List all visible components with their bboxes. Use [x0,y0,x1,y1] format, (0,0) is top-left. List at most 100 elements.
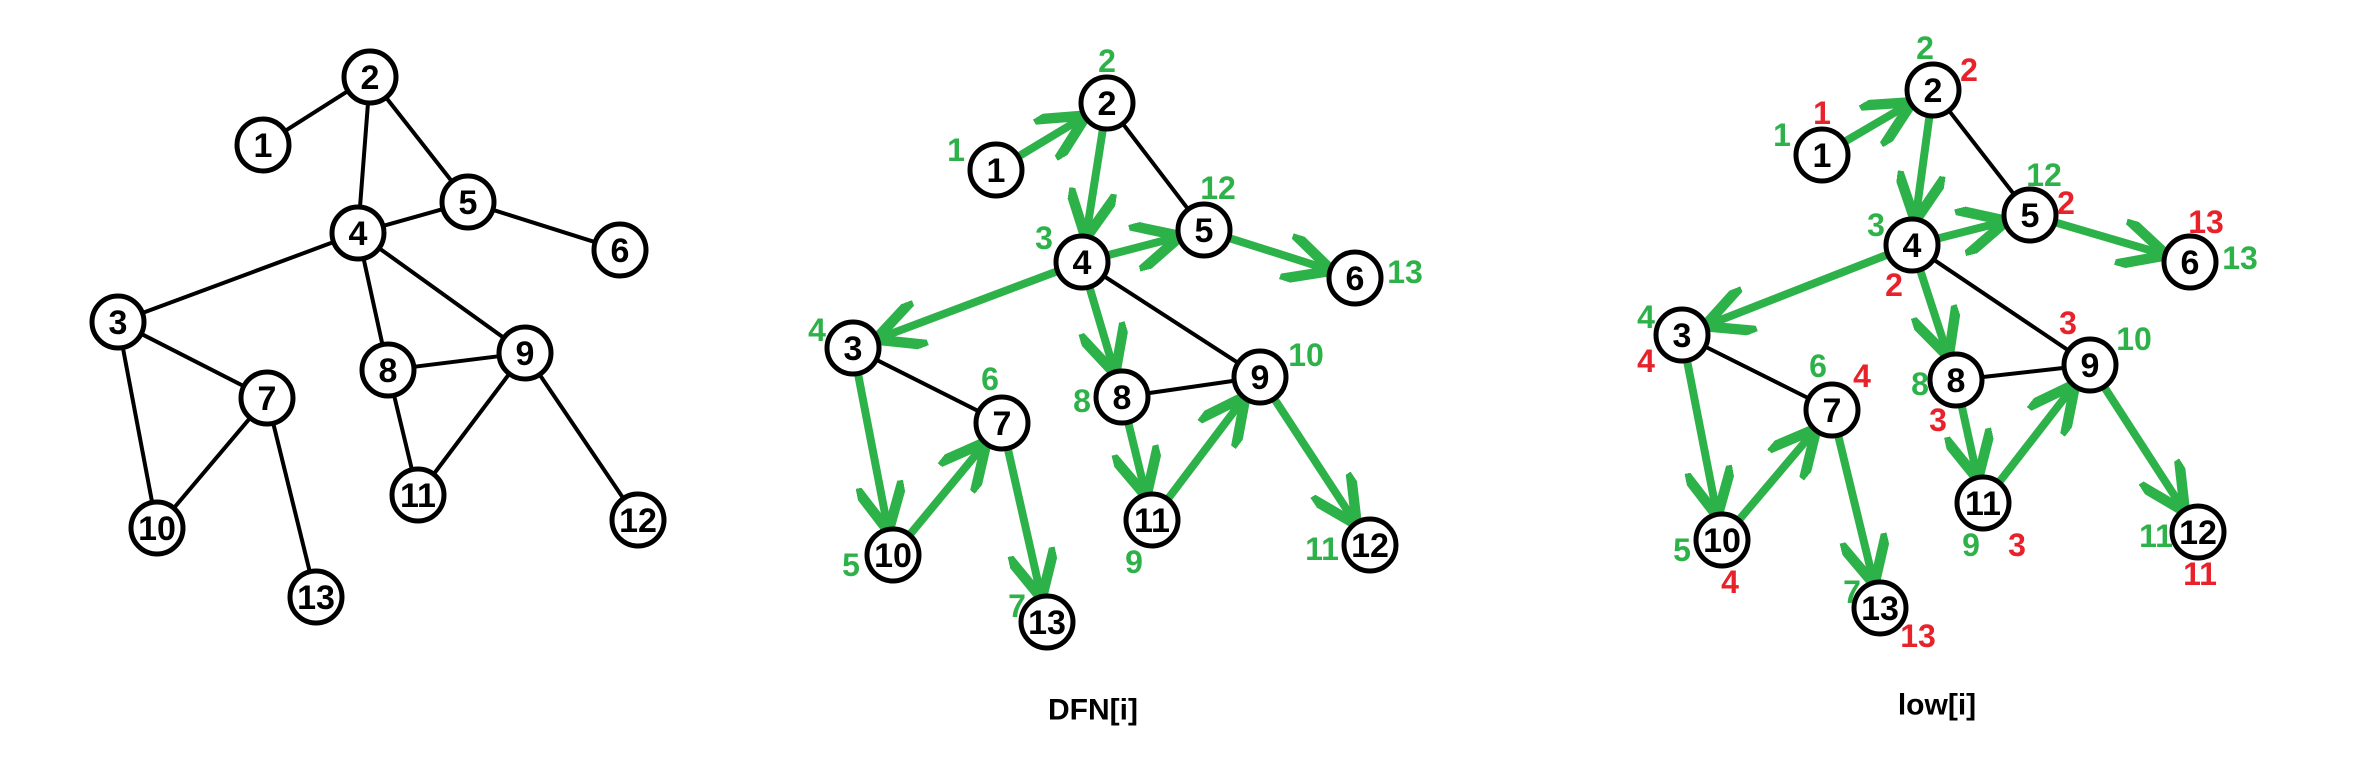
dfn-value: 13 [1387,254,1423,290]
edge-3-10 [120,347,155,503]
node-label: 8 [1947,362,1966,400]
node-label: 6 [611,232,630,270]
tree-edge-7-13 [1003,447,1040,590]
node-circle [1078,74,1136,132]
edge-5-6 [492,207,596,245]
node-4: 4 [329,204,387,262]
tree-edge-9-12 [2100,384,2181,505]
node-label: 7 [1823,392,1842,430]
tree-edge-2-4 [1916,115,1929,214]
node-5: 5 [2001,186,2059,244]
node-10: 10 [864,526,922,584]
node-circle [496,324,554,382]
node-circle [2061,336,2119,394]
node-label: 12 [1351,527,1389,565]
node-circle [389,466,447,524]
low-value: 2 [2057,185,2075,221]
tree-edge-3-10 [854,372,887,524]
node-circle [591,221,649,279]
tree-edge-1-2 [1842,106,1905,142]
node-circle [1341,516,1399,574]
node-label: 2 [1098,85,1117,123]
node-circle [1123,491,1181,549]
tree-edge-3-10 [1683,359,1716,509]
node-circle [329,204,387,262]
edge-2-5 [1121,122,1190,211]
node-label: 12 [2179,514,2217,552]
dfn-value: 6 [1809,348,1827,384]
node-13: 13 [287,568,345,626]
node-label: 1 [1813,137,1832,175]
edge-4-9 [377,246,506,340]
node-11: 11 [389,466,447,524]
dfn-value: 3 [1035,220,1053,256]
node-10: 10 [128,499,186,557]
node-1: 1 [967,141,1025,199]
edge-8-9 [1147,378,1235,396]
node-circle [341,48,399,106]
node-label: 4 [1073,244,1092,282]
low-value: 3 [2008,527,2026,563]
edge-9-12 [537,373,626,500]
node-2: 2 [1904,61,1962,119]
dfn-value: 11 [2139,518,2173,554]
node-13: 13 [1851,579,1909,637]
node-circle [359,341,417,399]
node-label: 3 [1673,317,1692,355]
tree-edge-1-2 [1016,120,1079,157]
node-circle [1927,351,1985,409]
tree-edge-4-8 [1920,268,1946,350]
edge-3-7 [875,357,980,414]
node-label: 9 [516,335,535,373]
node-9: 9 [2061,336,2119,394]
tree-edge-7-13 [1834,434,1872,577]
node-label: 12 [619,502,657,540]
tree-edge-4-5 [1936,223,1999,239]
node-circle [1793,126,1851,184]
low-value: 4 [1721,564,1739,600]
node-label: 4 [1903,227,1922,265]
node-label: 13 [1861,590,1899,628]
tree-edge-10-7 [1735,434,1812,523]
node-circle [2169,503,2227,561]
dfn-value: 8 [1073,383,1091,419]
node-1: 1 [1793,126,1851,184]
low-value: 4 [1853,358,1871,394]
node-circle [1053,233,1111,291]
node-label: 7 [993,405,1012,443]
edge-4-8 [361,257,385,346]
dfn-value: 12 [2026,157,2062,193]
low-value: 4 [1637,343,1655,379]
node-circle [973,394,1031,452]
node-10: 10 [1693,511,1751,569]
tree-edge-4-3 [883,267,1060,337]
dfn-value: 10 [1288,337,1324,373]
edge-3-7 [140,332,245,388]
node-label: 1 [987,152,1006,190]
dfn-value: 3 [1867,207,1885,243]
dfn-value: 8 [1911,366,1929,402]
node-label: 9 [1251,359,1270,397]
node-2: 2 [341,48,399,106]
node-3: 3 [824,319,882,377]
node-11: 11 [1954,474,2012,532]
node-6: 6 [2161,233,2219,291]
node-circle [1803,381,1861,439]
node-circle [439,173,497,231]
edge-4-3 [141,240,335,315]
node-circle [2161,233,2219,291]
node-circle [1018,593,1076,651]
edge-3-7 [1704,344,1810,401]
dfn-value: 5 [842,547,860,583]
dfn-value: 4 [808,312,826,348]
node-8: 8 [1093,368,1151,426]
node-label: 11 [1134,502,1170,540]
node-label: 6 [1346,260,1365,298]
node-label: 4 [349,215,368,253]
node-label: 10 [138,510,176,548]
dfn-value: 2 [1916,30,1934,66]
node-label: 3 [844,330,863,368]
node-4: 4 [1883,216,1941,274]
dfn-value: 11 [1305,531,1339,567]
dfn-value: 13 [2222,240,2258,276]
